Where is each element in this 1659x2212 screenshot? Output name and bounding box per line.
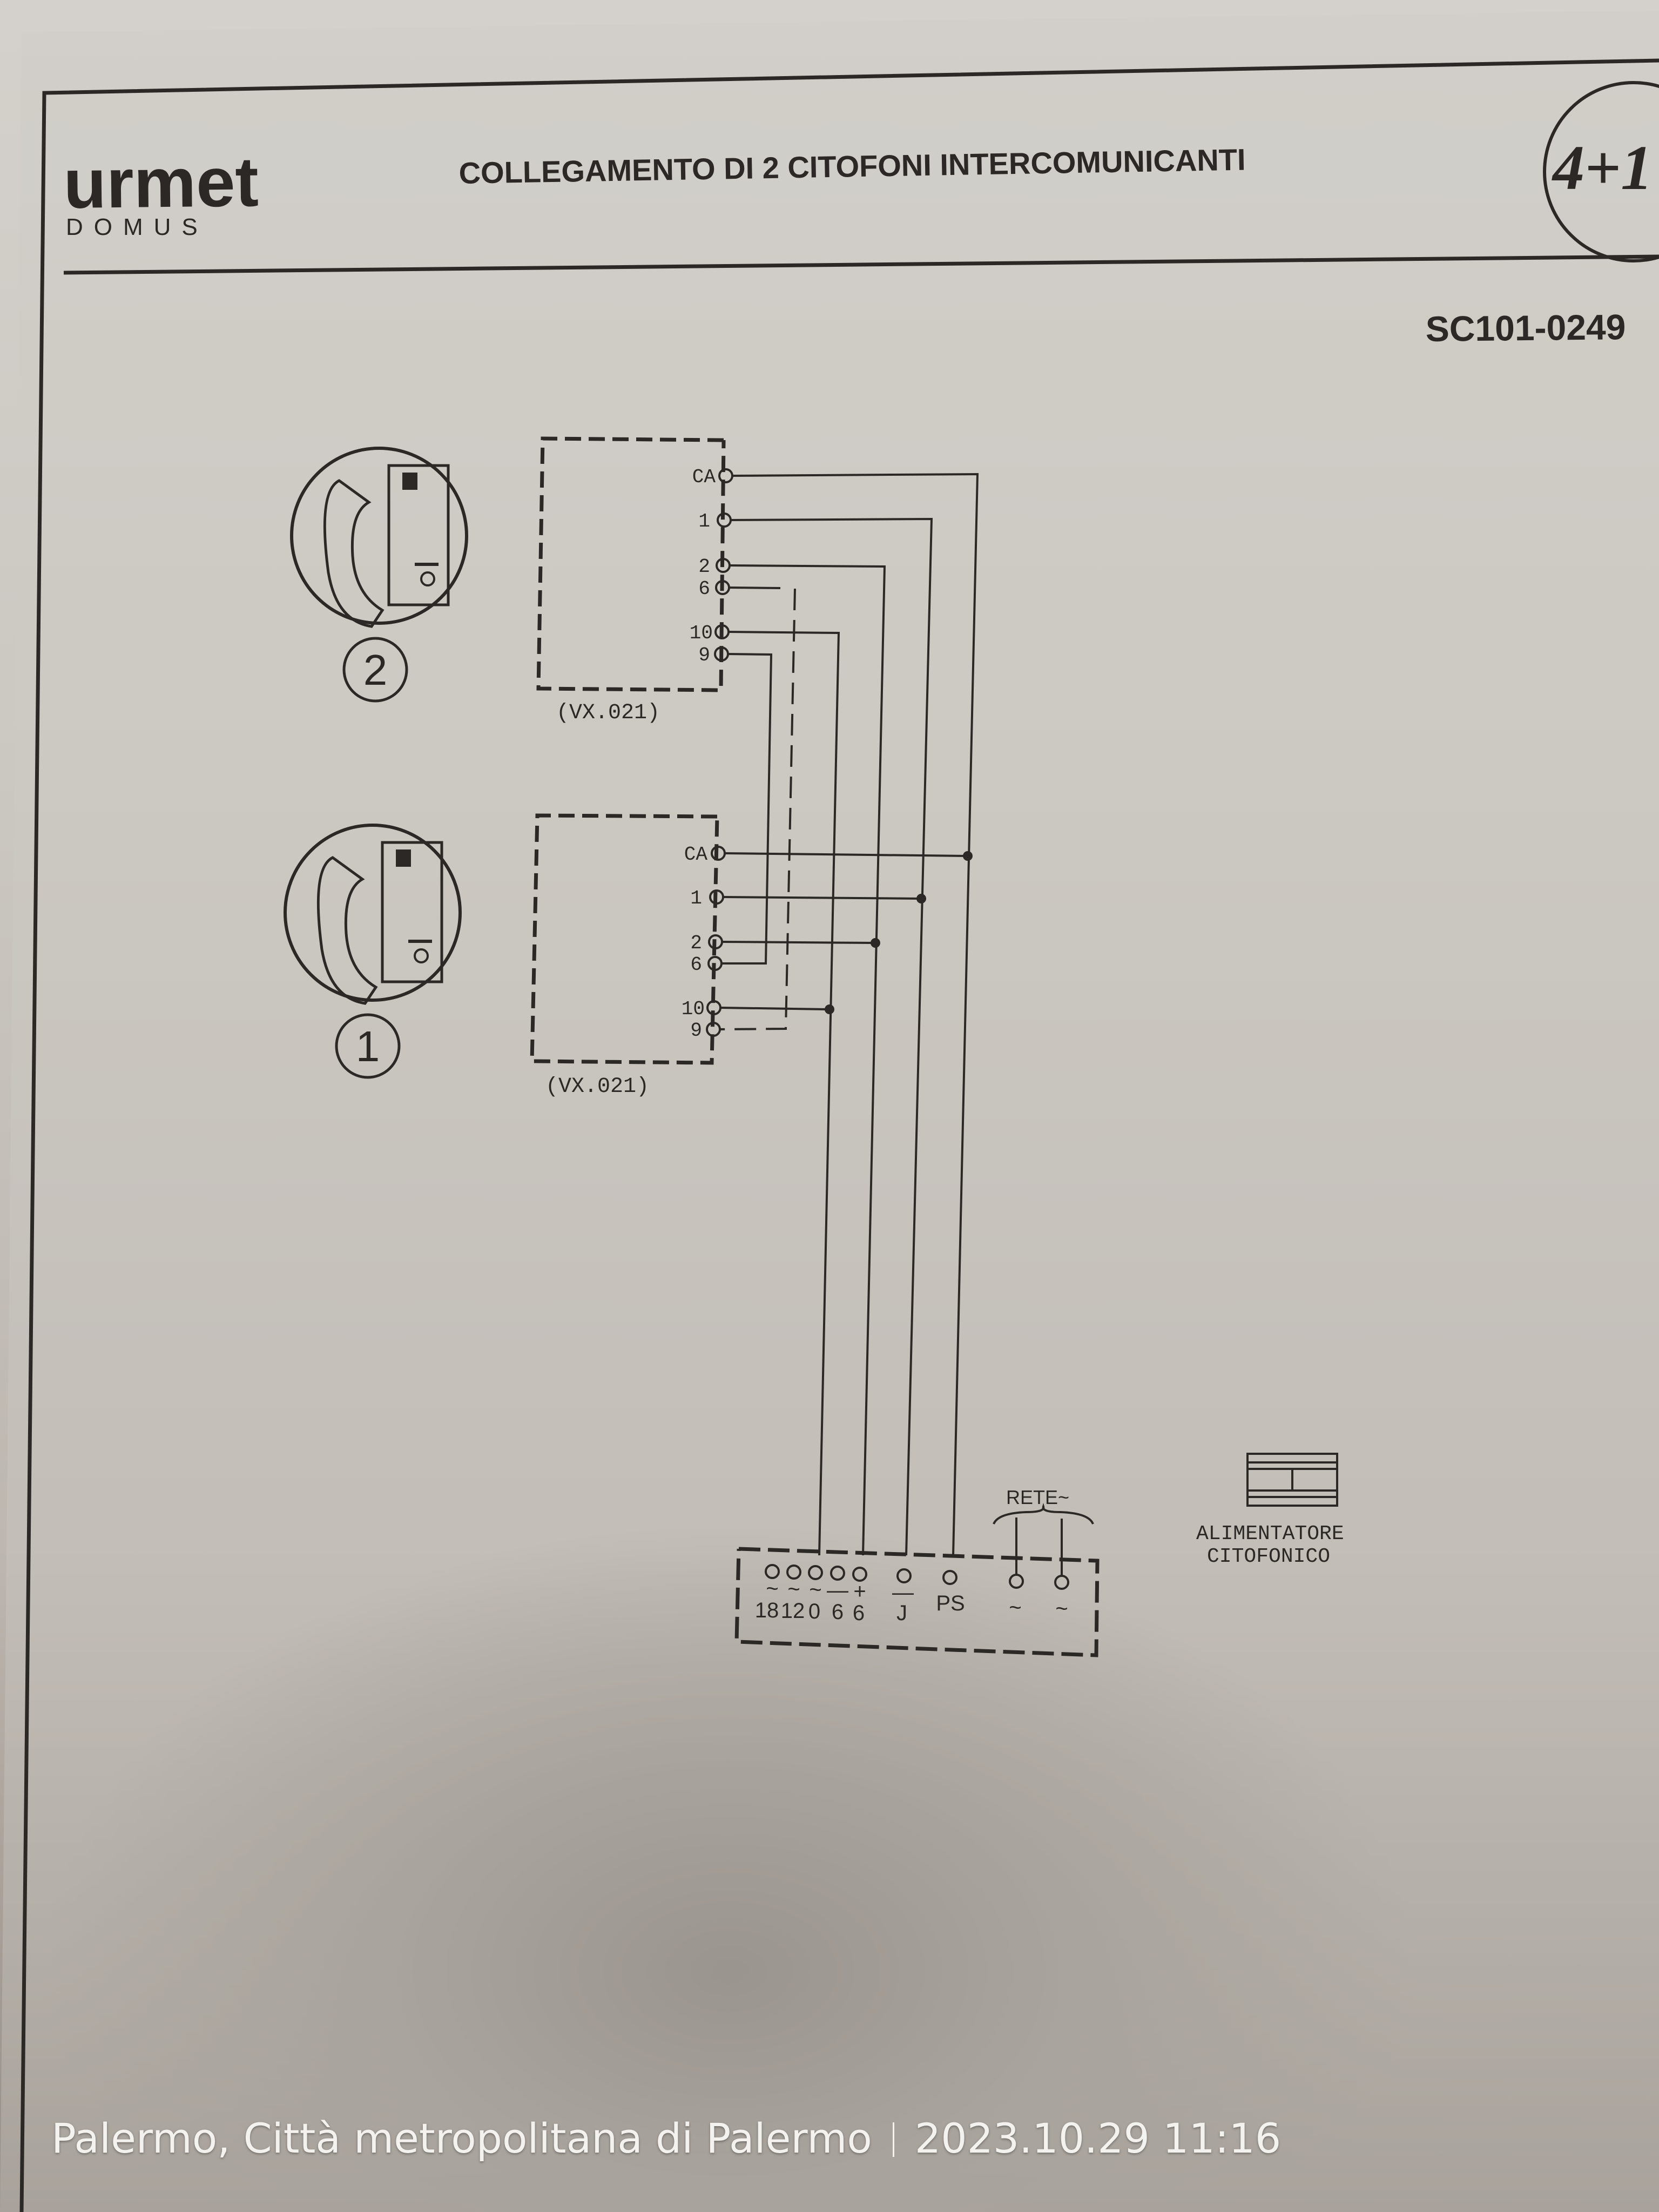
- psu-t3-bottom: 0: [808, 1600, 820, 1623]
- wire-junctions: [825, 851, 973, 1014]
- u2-terminal-2: 2: [698, 556, 710, 578]
- unit-2-terminal-labels: CA 1 2 6 10 9: [690, 466, 716, 666]
- psu-t1-top: ~: [766, 1577, 778, 1601]
- wire-2: [729, 564, 886, 1556]
- psu-terminal-labels: ~ ~ ~ — + 18 12 0 6 6 — J PS ~ ~: [755, 1577, 1068, 1625]
- mains-brace: [993, 1503, 1094, 1525]
- psu-t3-top: ~: [809, 1578, 821, 1602]
- u2-terminal-9: 9: [698, 644, 710, 666]
- psu-name-line-1: ALIMENTATORE: [1196, 1522, 1344, 1546]
- psu-ac-1: ~: [1009, 1596, 1021, 1620]
- u2-terminal-10: 10: [690, 622, 713, 644]
- unit-2-number-circle: [342, 637, 408, 703]
- unit-1-number-circle: [335, 1013, 401, 1079]
- wires: [720, 473, 979, 1556]
- brand-logo: urmet: [63, 142, 259, 223]
- wire-2-tap: [721, 941, 876, 944]
- u1-terminal-6: 6: [690, 954, 702, 976]
- psu-ac-2: ~: [1055, 1597, 1068, 1621]
- intercom-1-icon: [284, 824, 462, 1005]
- psu-t5-top: +: [853, 1580, 866, 1603]
- psu-terminal-screws: [765, 1564, 1069, 1590]
- psu-j-top: —: [892, 1581, 914, 1604]
- badge-circle: [1543, 81, 1659, 262]
- photo-timestamp: Palermo, Città metropolitana di Palermo 2…: [51, 2114, 1281, 2162]
- psu-t1-bottom: 18: [755, 1599, 779, 1622]
- header-divider: [63, 254, 1659, 275]
- psu-t2-bottom: 12: [781, 1599, 805, 1623]
- u1-terminal-9: 9: [690, 1020, 702, 1042]
- stamp-datetime: 2023.10.29 11:16: [914, 2114, 1282, 2162]
- unit-1-model: (VX.021): [545, 1075, 649, 1099]
- power-supply-box: [734, 1547, 1100, 1657]
- stamp-separator: [892, 2122, 894, 2157]
- badge-text: 4+1: [1552, 132, 1653, 203]
- u1-terminal-10: 10: [682, 998, 705, 1020]
- u1-terminal-1: 1: [690, 887, 702, 909]
- u1-terminal-2: 2: [690, 932, 702, 954]
- intercom-2-icon: [290, 447, 468, 628]
- u2-terminal-ca: CA: [692, 466, 716, 488]
- psu-t5-bottom: 6: [853, 1601, 865, 1625]
- unit-2-number: 2: [363, 646, 388, 694]
- psu-t4-top: —: [827, 1579, 848, 1602]
- mains-label: RETE~: [1006, 1486, 1069, 1508]
- wire-10: [728, 631, 840, 1556]
- wire-6-to-9-dashed: [719, 588, 796, 1030]
- document-code: SC101-0249: [1425, 307, 1626, 349]
- wire-9-to-6: [721, 653, 773, 965]
- unit-2-box: [536, 436, 726, 692]
- din-module-icon: [1246, 1453, 1338, 1507]
- wire-1: [730, 517, 933, 1556]
- psu-t2-top: ~: [787, 1577, 800, 1601]
- unit-1-box: [530, 813, 719, 1065]
- u1-terminal-ca: CA: [684, 844, 708, 866]
- psu-name-line-2: CITOFONICO: [1207, 1545, 1330, 1568]
- wire-1-tap: [723, 896, 922, 900]
- u2-terminal-1: 1: [698, 510, 710, 532]
- wire-ca: [732, 473, 979, 1556]
- stamp-location: Palermo, Città metropolitana di Palermo: [51, 2114, 872, 2162]
- wire-10-tap: [720, 1007, 830, 1010]
- wire-ca-tap: [724, 852, 968, 857]
- brand-sub: DOMUS: [66, 214, 208, 240]
- u2-terminal-6: 6: [698, 578, 710, 600]
- psu-j: J: [896, 1601, 907, 1625]
- psu-t4-bottom: 6: [832, 1600, 844, 1624]
- frame-border: [19, 58, 1659, 2212]
- unit-1-terminal-labels: CA 1 2 6 10 9: [682, 844, 708, 1042]
- unit-1-number: 1: [356, 1022, 380, 1070]
- unit-2-model: (VX.021): [556, 701, 660, 725]
- psu-ps: PS: [936, 1591, 965, 1615]
